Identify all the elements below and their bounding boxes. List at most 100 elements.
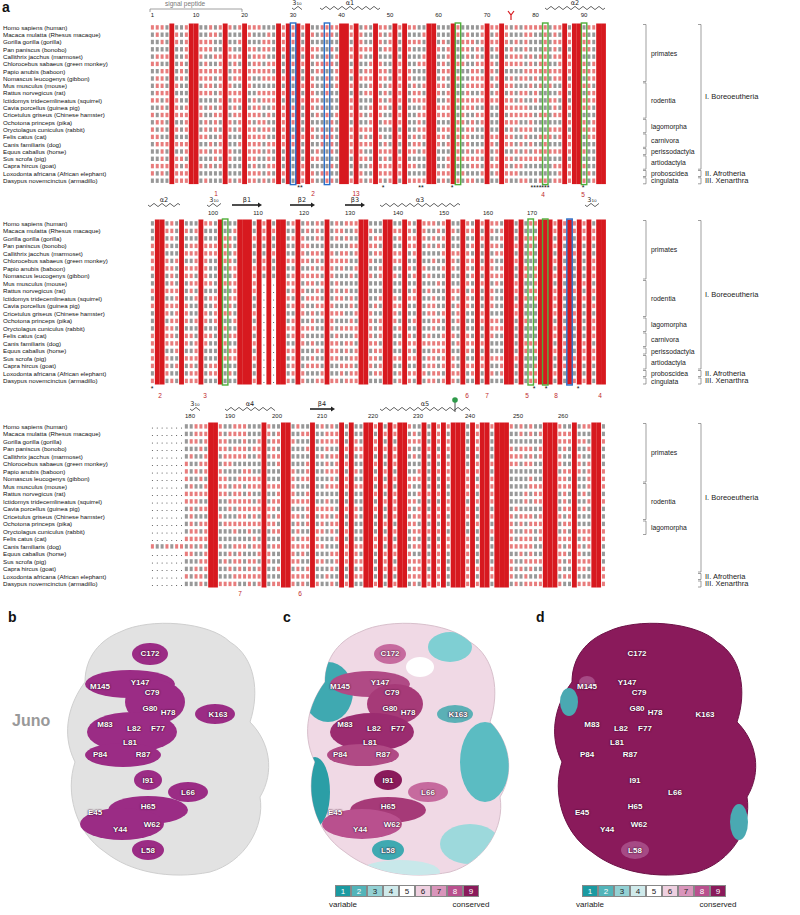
residue-mark (413, 164, 416, 168)
residue-mark (190, 349, 193, 353)
gap-dot (263, 330, 264, 331)
residue-mark (471, 120, 474, 124)
residue-mark (301, 91, 304, 95)
residue-mark (165, 171, 168, 175)
residue-mark (592, 47, 595, 51)
residue-mark (209, 142, 212, 146)
residue-mark (534, 120, 537, 124)
residue-mark (476, 171, 479, 175)
residue-mark (379, 157, 382, 161)
residue-mark (534, 84, 537, 88)
residue-mark (529, 25, 532, 29)
residue-mark (204, 149, 207, 153)
residue-mark (185, 127, 188, 131)
residue-mark (384, 91, 387, 95)
residue-mark (592, 69, 595, 73)
residue-mark (558, 40, 561, 44)
residue-mark (214, 135, 217, 139)
residue-mark (534, 149, 537, 153)
residue-mark (214, 54, 217, 58)
residue-mark (384, 47, 387, 51)
residue-mark (180, 69, 183, 73)
residue-mark (321, 120, 324, 124)
residue-mark (335, 54, 338, 58)
residue-mark (568, 142, 571, 146)
residue-mark (151, 106, 154, 110)
residue-mark (292, 142, 295, 146)
residue-mark (233, 379, 236, 383)
residue-mark (558, 91, 561, 95)
residue-mark (229, 364, 232, 368)
residue-mark (442, 62, 445, 66)
residue-mark (156, 171, 159, 175)
residue-mark (330, 157, 333, 161)
residue-mark (583, 47, 586, 51)
residue-mark (539, 113, 542, 117)
residue-mark (292, 135, 295, 139)
residue-mark (321, 47, 324, 51)
residue-mark (359, 171, 362, 175)
residue-mark (413, 135, 416, 139)
residue-mark (151, 98, 154, 102)
residue-mark (568, 179, 571, 183)
residue-mark (306, 334, 309, 338)
residue-mark (423, 62, 426, 66)
residue-mark (204, 266, 207, 270)
residue-mark (287, 281, 290, 285)
residue-mark (262, 106, 265, 110)
residue-mark (238, 179, 241, 183)
residue-mark (359, 62, 362, 66)
residue-mark (311, 25, 314, 29)
residue-mark (384, 127, 387, 131)
residue-mark (476, 62, 479, 66)
residue-mark (175, 91, 178, 95)
residue-mark (248, 171, 251, 175)
residue-mark (311, 98, 314, 102)
residue-mark (301, 326, 304, 330)
residue-mark (539, 157, 542, 161)
residue-mark (471, 98, 474, 102)
residue-mark (311, 157, 314, 161)
residue-mark (335, 142, 338, 146)
residue-mark (326, 106, 329, 110)
residue-mark (510, 135, 513, 139)
residue-mark (359, 54, 362, 58)
residue-mark (461, 127, 464, 131)
residue-mark (156, 106, 159, 110)
residue-mark (321, 149, 324, 153)
residue-mark (214, 157, 217, 161)
residue-mark (267, 164, 270, 168)
residue-mark (185, 25, 188, 29)
residue-mark (592, 54, 595, 58)
residue-mark (471, 33, 474, 37)
residue-mark (495, 142, 498, 146)
residue-mark (568, 106, 571, 110)
residue-mark (495, 62, 498, 66)
residue-mark (190, 304, 193, 308)
residue-mark (544, 164, 547, 168)
residue-mark (398, 33, 401, 37)
residue-mark (539, 120, 542, 124)
residue-mark (447, 149, 450, 153)
residue-mark (515, 33, 518, 37)
residue-mark (272, 149, 275, 153)
residue-mark (423, 47, 426, 51)
residue-mark (515, 142, 518, 146)
residue-mark (515, 98, 518, 102)
residue-mark (413, 54, 416, 58)
residue-mark (229, 229, 232, 233)
residue-mark (195, 259, 198, 263)
residue-mark (262, 236, 265, 240)
residue-mark (224, 341, 227, 345)
residue-mark (476, 120, 479, 124)
residue-mark (524, 25, 527, 29)
residue-mark (185, 266, 188, 270)
residue-mark (413, 62, 416, 66)
residue-mark (199, 142, 202, 146)
residue-mark (423, 127, 426, 131)
residue-mark (461, 76, 464, 80)
residue-mark (520, 40, 523, 44)
residue-mark (209, 106, 212, 110)
residue-mark (587, 40, 590, 44)
residue-mark (204, 69, 207, 73)
